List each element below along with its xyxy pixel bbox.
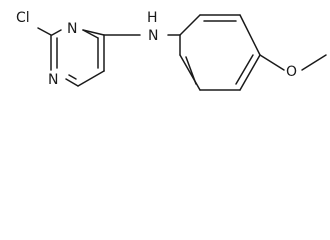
bond-ph-1-2 <box>179 14 201 36</box>
bond-ph-4-5 <box>239 54 261 91</box>
bond-n3-c4-upper <box>82 29 105 36</box>
amine-hydrogen-label: H <box>147 10 158 26</box>
bond-ph-inner-b <box>235 54 254 85</box>
bond-c5-c6 <box>77 70 105 87</box>
ring-nitrogen-bottom-label: N <box>48 72 58 88</box>
bond-ph-o <box>259 54 285 71</box>
chlorine-label: Cl <box>16 10 30 26</box>
chemical-structure-diagram: Cl N N N H O <box>16 10 327 91</box>
benzene-ring <box>179 14 261 91</box>
bond-c2-cl <box>37 27 52 36</box>
bond-ph-3-4 <box>239 14 261 56</box>
bond-ph-6-1 <box>179 54 201 91</box>
bond-c6-n1-inner <box>68 74 77 80</box>
bond-c6-n1 <box>65 78 79 87</box>
ring-nitrogen-top-label: N <box>67 21 77 37</box>
amine-nitrogen-label: N <box>148 28 158 44</box>
pyrimidine-ring <box>50 29 105 87</box>
bond-o-ch3 <box>301 54 327 71</box>
oxygen-label: O <box>286 64 297 80</box>
bond-c2-n3 <box>51 29 62 36</box>
bond-ph-inner-c <box>185 56 197 85</box>
